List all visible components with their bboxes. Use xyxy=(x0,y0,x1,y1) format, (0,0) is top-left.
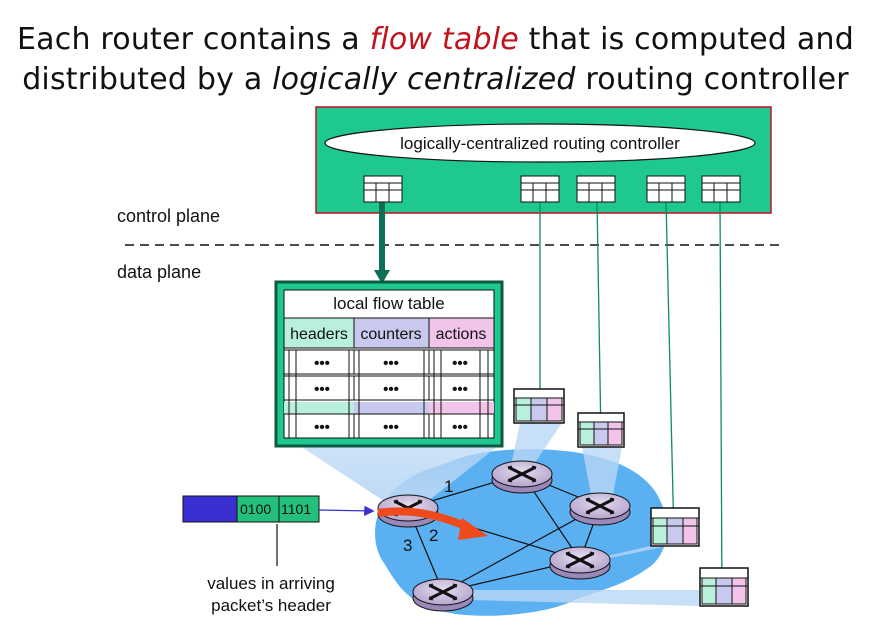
control-plane-label: control plane xyxy=(117,206,221,226)
port-label-2: 2 xyxy=(429,526,438,545)
packet-field-1: 0100 xyxy=(240,501,271,517)
port-label-3: 3 xyxy=(403,536,412,555)
local-flow-table xyxy=(274,280,504,448)
table-cell: ••• xyxy=(452,381,468,398)
column-header-headers: headers xyxy=(290,326,348,343)
table-cell: ••• xyxy=(383,355,399,372)
flow-table-beam xyxy=(300,446,498,505)
port-label-1: 1 xyxy=(444,477,453,496)
title-line-1: Each router contains a flow table that i… xyxy=(17,22,854,57)
table-cell: ••• xyxy=(452,355,468,372)
packet-caption-line-2: packet’s header xyxy=(211,596,331,615)
router-icon xyxy=(549,546,611,580)
router-icon xyxy=(412,578,474,612)
column-header-counters: counters xyxy=(360,326,421,343)
router-icon xyxy=(491,460,553,494)
title-emphasis-flow-table: flow table xyxy=(369,22,519,57)
controller-table-icons xyxy=(363,175,741,203)
packet-caption-line-1: values in arriving xyxy=(207,574,335,593)
table-cell: ••• xyxy=(383,419,399,436)
packet-header xyxy=(182,495,375,566)
table-cell: ••• xyxy=(314,381,330,398)
router-mini-tables xyxy=(513,388,749,607)
controller-distribution-arrows xyxy=(534,199,728,605)
title-line-2: distributed by a logically centralized r… xyxy=(22,62,849,97)
table-cell: ••• xyxy=(314,419,330,436)
packet-field-2: 1101 xyxy=(281,501,311,517)
flow-table-title: local flow table xyxy=(333,294,445,313)
title-emphasis-logically-centralized: logically centralized xyxy=(272,62,576,97)
controller-ellipse xyxy=(324,123,756,163)
router-icon xyxy=(569,492,631,526)
table-cell: ••• xyxy=(383,381,399,398)
data-plane-label: data plane xyxy=(117,262,202,282)
column-header-actions: actions xyxy=(436,326,487,343)
table-cell: ••• xyxy=(452,419,468,436)
controller-label: logically-centralized routing controller xyxy=(400,134,680,153)
table-cell: ••• xyxy=(314,355,330,372)
